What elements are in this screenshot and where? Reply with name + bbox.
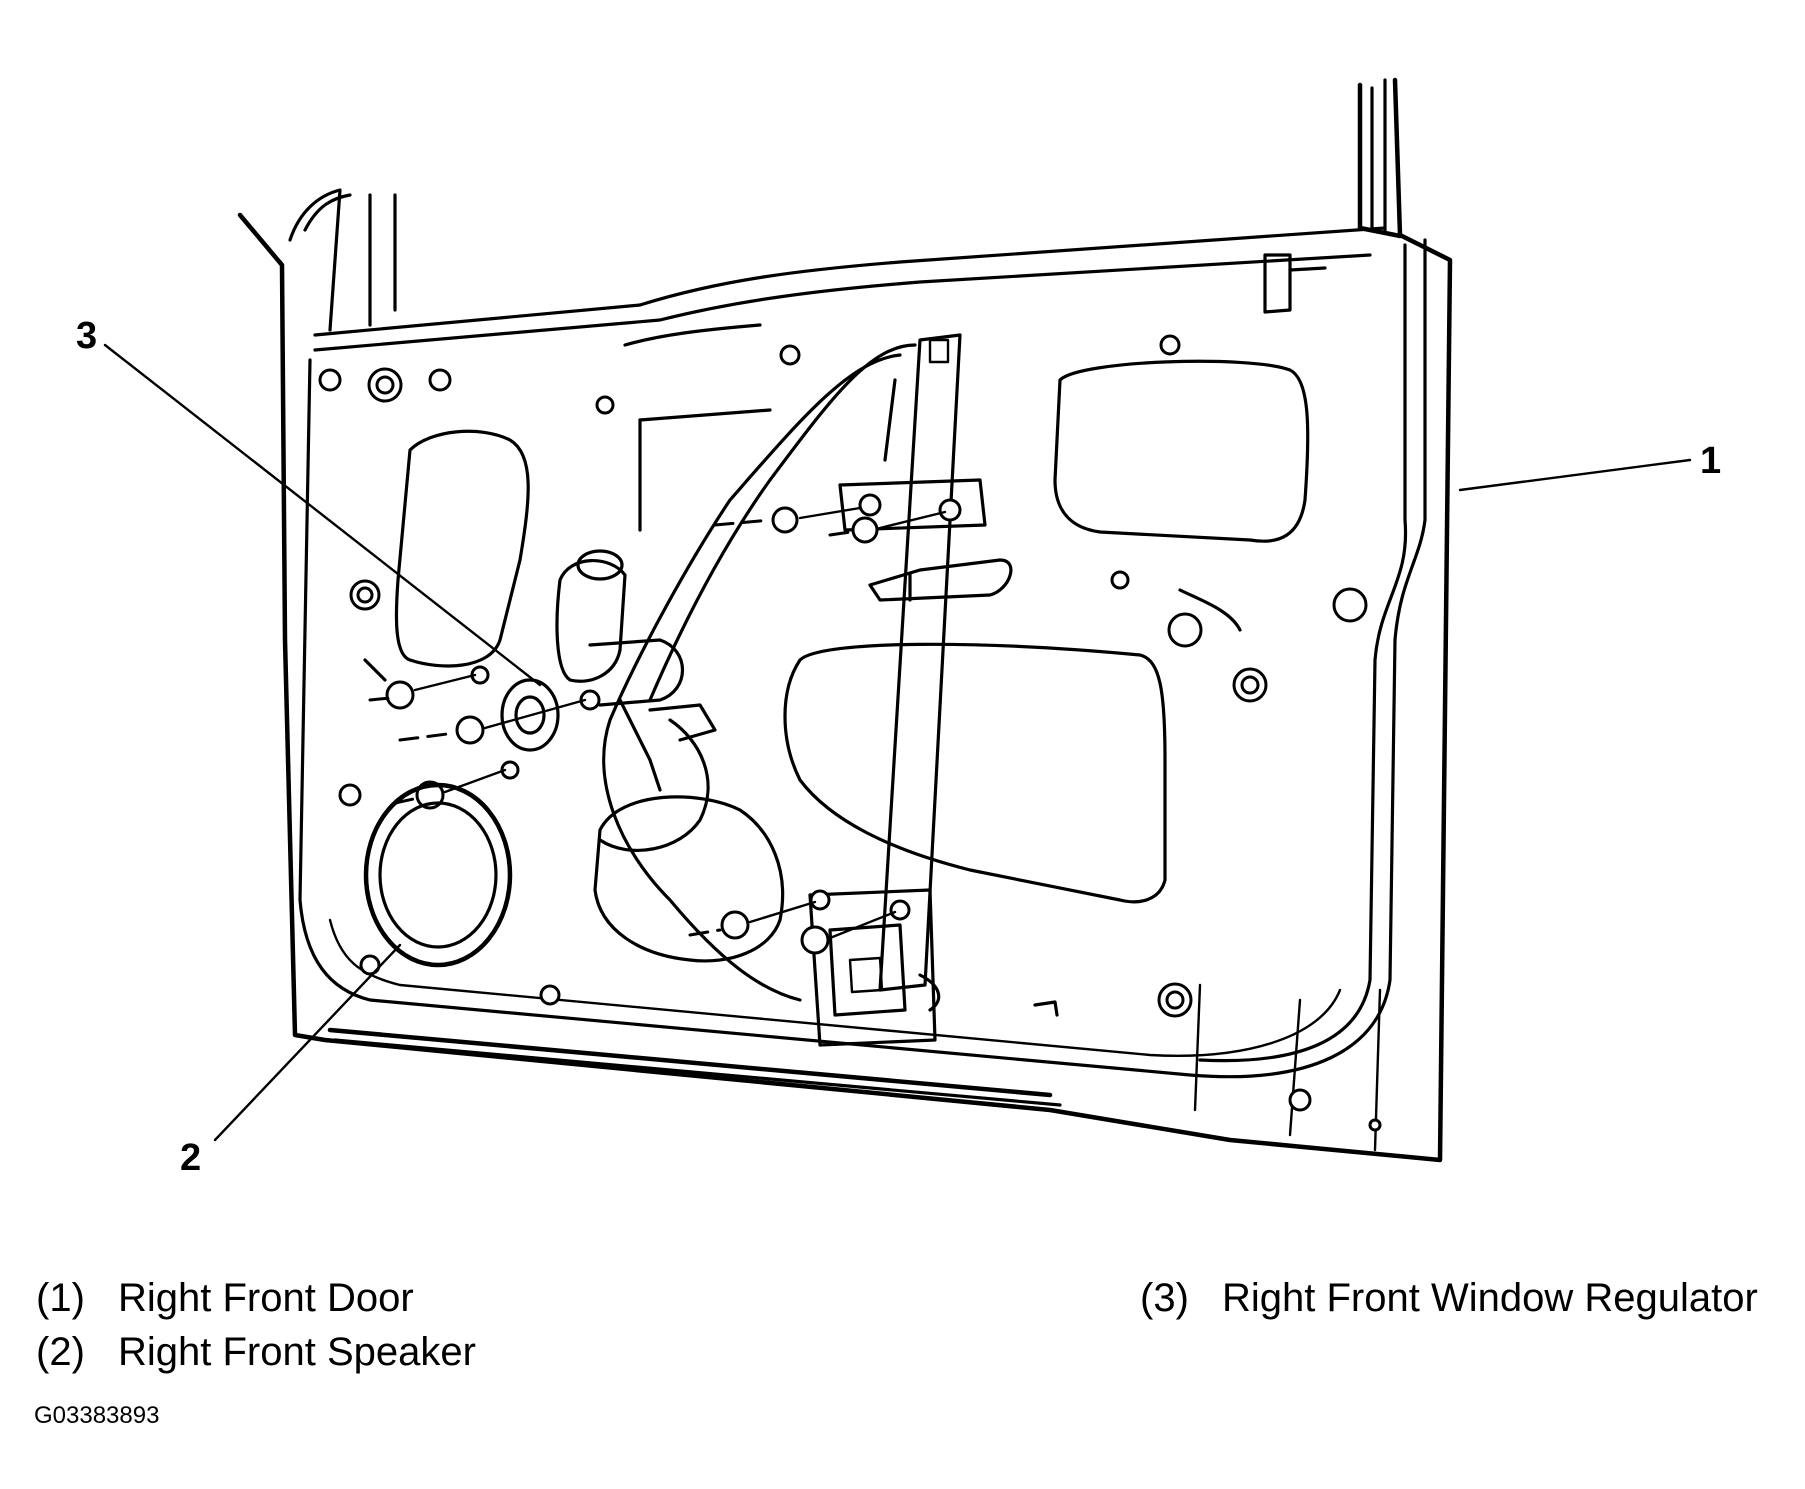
- callout-1: 1: [1700, 440, 1721, 482]
- callout-leaders: [103, 343, 1692, 1142]
- access-cutouts: [394, 253, 1327, 1017]
- callout-labels: 3 1 2: [76, 315, 1721, 1179]
- speaker: [363, 782, 513, 968]
- legend-number-1: (1): [36, 1276, 85, 1320]
- window-regulator: [500, 333, 987, 1047]
- legend-number-3: (3): [1140, 1276, 1189, 1320]
- legend-item-2: (2) Right Front Speaker: [36, 1332, 476, 1372]
- door-outline: [237, 77, 1453, 1163]
- legend-number-2: (2): [36, 1330, 85, 1374]
- legend-label-2: Right Front Speaker: [118, 1330, 476, 1374]
- legend-item-1: (1) Right Front Door: [36, 1278, 414, 1318]
- legend-label-3: Right Front Window Regulator: [1222, 1276, 1758, 1320]
- mounting-nuts: [363, 493, 962, 955]
- legend-item-3: (3) Right Front Window Regulator: [1140, 1278, 1758, 1318]
- legend-label-1: Right Front Door: [118, 1276, 414, 1320]
- callout-3: 3: [76, 315, 97, 357]
- figure-id: G03383893: [34, 1402, 160, 1429]
- mounting-holes: [318, 334, 1382, 1132]
- callout-2: 2: [180, 1137, 201, 1179]
